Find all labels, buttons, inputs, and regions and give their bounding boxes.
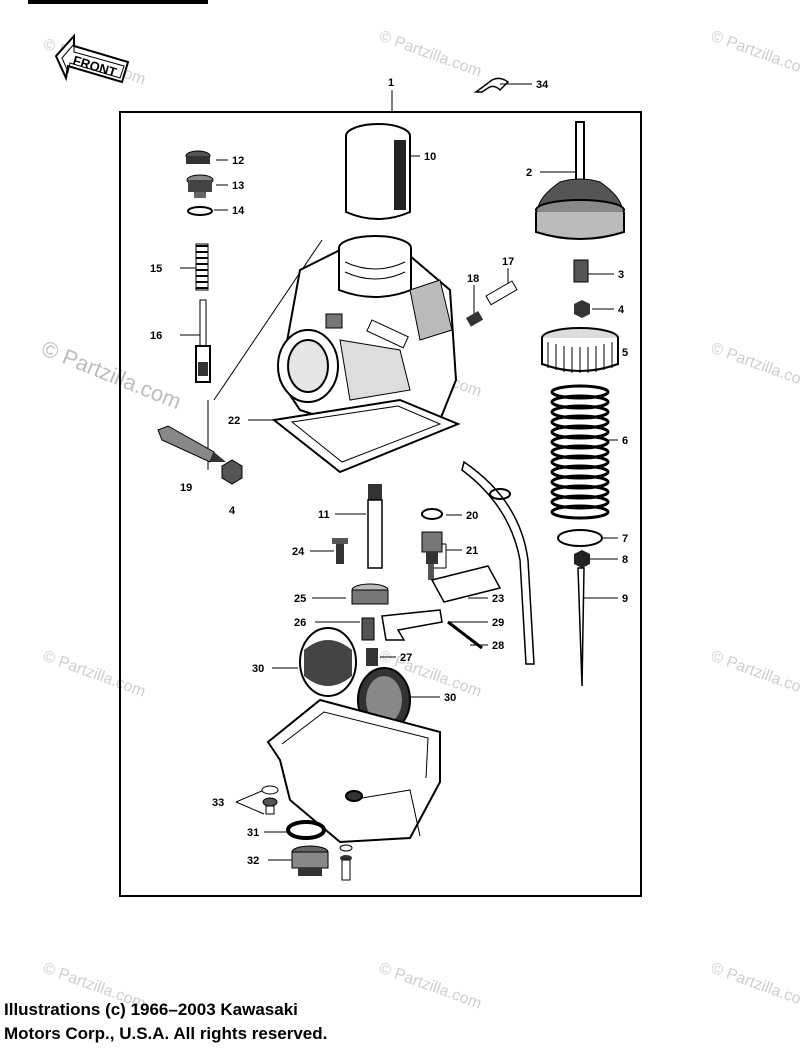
nut-4	[221, 459, 243, 485]
header-bar	[28, 0, 208, 4]
callout-2: 2	[526, 167, 532, 179]
overflow-hose	[461, 460, 535, 665]
callout-29: 29	[492, 617, 504, 629]
spring-seat	[557, 529, 603, 547]
watermark: © Partzilla.com	[709, 648, 800, 701]
nut-small	[574, 300, 590, 318]
needle-jet-holder	[535, 121, 625, 240]
callout-26: 26	[294, 617, 306, 629]
copyright-line-1: Illustrations (c) 1966–2003 Kawasaki	[4, 1000, 298, 1019]
callout-4-right: 4	[618, 304, 625, 316]
spring-6	[550, 384, 610, 520]
carburetor-body	[213, 235, 458, 432]
assembly-frame	[119, 111, 642, 897]
callout-15: 15	[150, 263, 162, 275]
float-bowl	[266, 698, 441, 844]
callout-17: 17	[502, 256, 514, 268]
bowl-screw	[339, 844, 353, 881]
pilot-screw-cap	[185, 150, 211, 164]
watermark: © Partzilla.com	[709, 960, 800, 1013]
callout-22: 22	[228, 415, 240, 427]
front-arrow-icon: FRONT	[54, 33, 130, 84]
callout-1: 1	[388, 77, 394, 89]
needle-jet	[367, 484, 383, 569]
float-arm	[381, 609, 443, 641]
mixing-chamber-cap	[541, 327, 619, 373]
callout-11: 11	[318, 509, 330, 521]
watermark: © Partzilla.com	[41, 648, 148, 701]
callout-21: 21	[466, 545, 478, 557]
callout-3: 3	[618, 269, 624, 281]
callout-20: 20	[466, 510, 478, 522]
callout-19: 19	[180, 482, 192, 494]
callout-33: 33	[212, 797, 224, 809]
copyright-line-2: Motors Corp., U.S.A. All rights reserved…	[4, 1024, 328, 1043]
callout-31: 31	[247, 827, 259, 839]
float-valve	[421, 531, 443, 580]
callout-34: 34	[536, 79, 549, 91]
callout-13: 13	[232, 180, 244, 192]
float-left	[299, 627, 357, 697]
needle-clip	[573, 259, 589, 283]
baffle	[351, 583, 389, 605]
callout-32: 32	[247, 855, 259, 867]
float-valve-plate	[430, 565, 502, 603]
copyright-footer: Illustrations (c) 1966–2003 Kawasaki Mot…	[4, 998, 604, 1046]
watermark: © Partzilla.com	[38, 335, 185, 414]
callout-18: 18	[467, 273, 479, 285]
washer-20	[421, 508, 443, 520]
gasket	[271, 398, 461, 474]
screw-33	[262, 797, 278, 815]
callout-23: 23	[492, 593, 504, 605]
cable-adjuster	[466, 280, 518, 327]
top-cover	[345, 123, 411, 220]
callout-9: 9	[622, 593, 628, 605]
callout-8: 8	[622, 554, 628, 566]
watermark: © Partzilla.com	[709, 340, 800, 393]
watermark: © Partzilla.com	[709, 28, 800, 81]
o-ring	[187, 206, 213, 216]
callout-4-left: 4	[229, 505, 236, 517]
needle-clip-8	[574, 550, 590, 568]
callout-30-left: 30	[252, 663, 264, 675]
float-pin	[447, 620, 483, 650]
jet-holder	[366, 648, 378, 666]
adjuster	[186, 174, 214, 198]
idle-screw	[157, 425, 226, 463]
pipe-16	[195, 299, 211, 383]
callout-12: 12	[232, 155, 244, 167]
spring-15	[195, 243, 209, 291]
callouts: 1 2 3 4 4 5 6 7 8 9 10 11 12 13 14 15 16…	[150, 77, 628, 867]
callout-28: 28	[492, 640, 504, 652]
watermarks: © Partzilla.com © Partzilla.com © Partzi…	[38, 28, 800, 1013]
drain-plug	[291, 845, 329, 876]
callout-14: 14	[232, 205, 245, 217]
main-jet	[361, 617, 375, 641]
hose-clip	[489, 488, 511, 500]
o-ring-31	[286, 820, 326, 840]
callout-7: 7	[622, 533, 628, 545]
watermark: © Partzilla.com	[377, 28, 484, 81]
callout-6: 6	[622, 435, 628, 447]
washer-33	[261, 785, 279, 795]
callout-27: 27	[400, 652, 412, 664]
callout-16: 16	[150, 330, 162, 342]
callout-30-right: 30	[444, 692, 456, 704]
cable-clip	[473, 77, 510, 93]
jet-needle	[577, 567, 585, 687]
callout-5: 5	[622, 347, 628, 359]
pilot-jet	[332, 538, 348, 564]
callout-25: 25	[294, 593, 306, 605]
callout-10: 10	[424, 151, 436, 163]
leader-lines	[180, 83, 618, 861]
callout-24: 24	[292, 546, 305, 558]
